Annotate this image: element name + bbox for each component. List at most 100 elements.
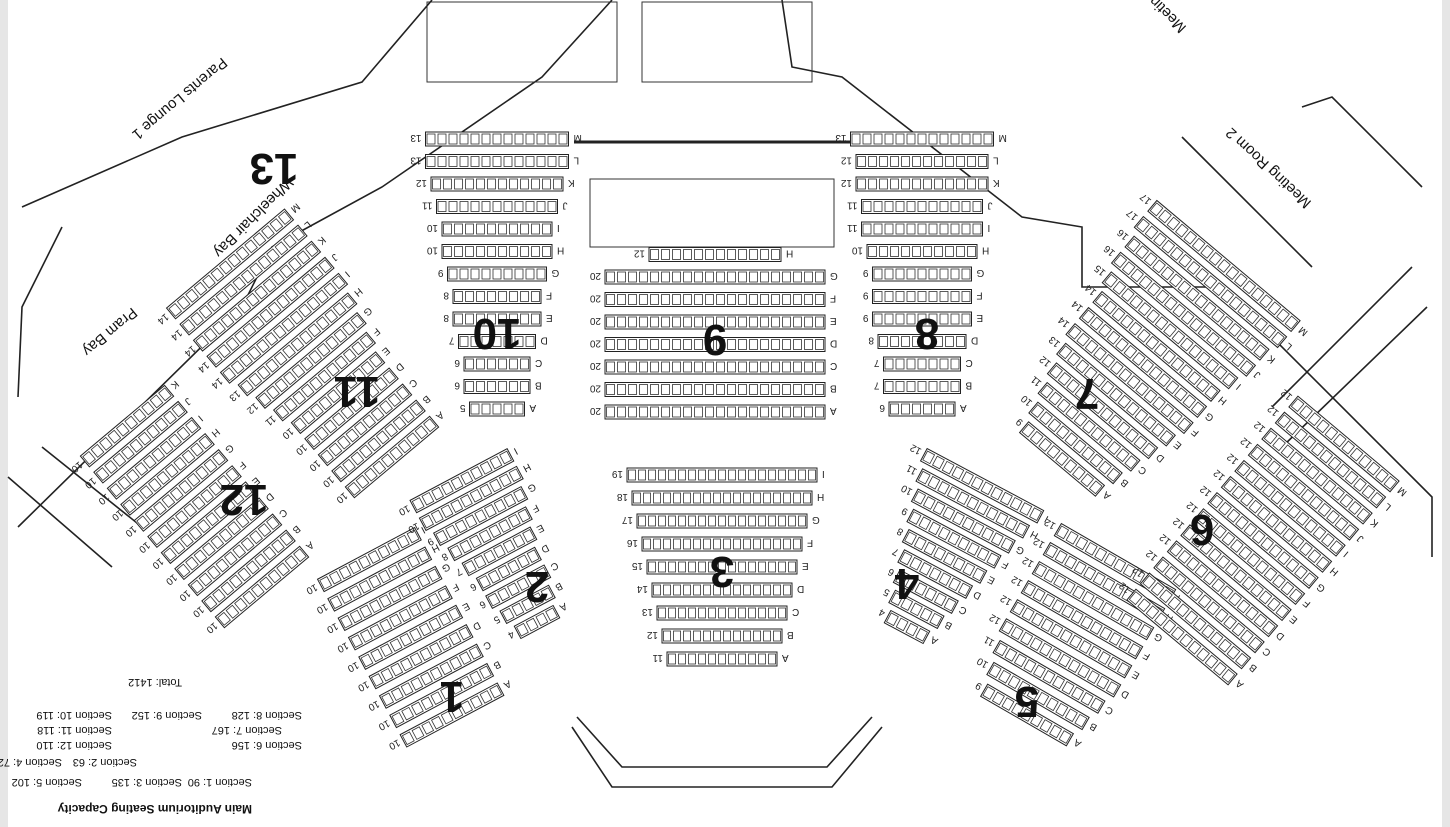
- seat[interactable]: [1039, 411, 1053, 426]
- seat[interactable]: [300, 383, 315, 398]
- seat[interactable]: [1121, 261, 1136, 276]
- seat[interactable]: [1075, 536, 1089, 551]
- seat[interactable]: [235, 246, 250, 261]
- seat[interactable]: [1062, 580, 1076, 594]
- seat[interactable]: [332, 302, 347, 317]
- seat[interactable]: [693, 630, 701, 642]
- seat[interactable]: [1361, 484, 1376, 499]
- seat[interactable]: [895, 223, 905, 235]
- seat[interactable]: [862, 133, 872, 145]
- seat[interactable]: [478, 665, 492, 680]
- seat[interactable]: [1155, 558, 1170, 573]
- seat[interactable]: [1116, 662, 1130, 676]
- seat[interactable]: [924, 587, 938, 602]
- seat[interactable]: [727, 294, 736, 305]
- seat[interactable]: [961, 268, 971, 280]
- seat[interactable]: [185, 288, 199, 303]
- seat[interactable]: [698, 561, 706, 573]
- seat[interactable]: [181, 319, 196, 333]
- seat[interactable]: [906, 381, 916, 392]
- seat[interactable]: [1004, 648, 1018, 662]
- seat[interactable]: [398, 583, 412, 598]
- seat[interactable]: [479, 460, 493, 475]
- seat[interactable]: [661, 271, 670, 283]
- seat[interactable]: [217, 474, 231, 489]
- seat[interactable]: [1000, 537, 1014, 552]
- seat[interactable]: [1190, 401, 1205, 416]
- seat[interactable]: [703, 492, 711, 504]
- seat[interactable]: [928, 223, 938, 235]
- seat[interactable]: [1020, 631, 1034, 646]
- seat[interactable]: [683, 249, 692, 260]
- seat[interactable]: [912, 403, 921, 415]
- seat[interactable]: [240, 269, 255, 284]
- seat[interactable]: [728, 561, 736, 573]
- seat[interactable]: [917, 133, 927, 145]
- seat[interactable]: [1135, 382, 1149, 397]
- seat[interactable]: [208, 481, 223, 496]
- seat[interactable]: [639, 406, 648, 418]
- seat[interactable]: [708, 469, 716, 481]
- seat[interactable]: [235, 514, 250, 529]
- seat[interactable]: [727, 361, 736, 373]
- seat[interactable]: [617, 294, 626, 305]
- seat[interactable]: [374, 377, 388, 391]
- seat[interactable]: [705, 249, 714, 260]
- seat[interactable]: [950, 358, 960, 370]
- seat[interactable]: [768, 607, 776, 619]
- seat[interactable]: [437, 201, 447, 212]
- seat[interactable]: [153, 501, 167, 516]
- seat[interactable]: [909, 556, 923, 571]
- seat[interactable]: [782, 384, 791, 395]
- seat[interactable]: [1045, 697, 1059, 712]
- seat[interactable]: [337, 435, 351, 450]
- seat[interactable]: [793, 384, 802, 395]
- seat[interactable]: [868, 246, 877, 257]
- seat[interactable]: [437, 133, 447, 145]
- seat[interactable]: [782, 271, 791, 283]
- seat[interactable]: [328, 442, 343, 457]
- seat[interactable]: [380, 453, 395, 468]
- seat[interactable]: [1176, 603, 1190, 618]
- seat[interactable]: [1097, 651, 1111, 665]
- seat[interactable]: [678, 561, 686, 573]
- seat[interactable]: [990, 532, 1004, 546]
- seat[interactable]: [239, 483, 253, 498]
- seat[interactable]: [658, 561, 666, 573]
- seat[interactable]: [639, 316, 648, 328]
- seat[interactable]: [310, 266, 324, 281]
- seat[interactable]: [1089, 453, 1104, 468]
- seat[interactable]: [683, 271, 692, 283]
- seat[interactable]: [990, 486, 1004, 501]
- seat[interactable]: [470, 133, 480, 145]
- seat[interactable]: [375, 430, 390, 445]
- seat[interactable]: [1032, 664, 1046, 679]
- seat[interactable]: [1084, 541, 1098, 556]
- seat[interactable]: [933, 592, 947, 607]
- seat[interactable]: [879, 156, 888, 167]
- seat[interactable]: [683, 584, 691, 596]
- seat[interactable]: [922, 496, 936, 510]
- seat[interactable]: [349, 609, 363, 624]
- seat[interactable]: [396, 386, 410, 400]
- seat[interactable]: [672, 406, 681, 418]
- seat[interactable]: [1126, 238, 1141, 253]
- seat[interactable]: [329, 595, 343, 610]
- seat[interactable]: [723, 584, 731, 596]
- seat[interactable]: [465, 313, 474, 325]
- seat[interactable]: [1261, 620, 1276, 635]
- seat[interactable]: [934, 403, 943, 415]
- seat[interactable]: [1167, 596, 1182, 611]
- seat[interactable]: [868, 178, 877, 190]
- seat[interactable]: [1043, 569, 1057, 583]
- seat[interactable]: [1250, 287, 1265, 302]
- seat[interactable]: [1265, 513, 1280, 528]
- seat[interactable]: [798, 515, 806, 527]
- seat[interactable]: [180, 533, 194, 548]
- seat[interactable]: [489, 478, 502, 493]
- seat[interactable]: [1013, 653, 1027, 668]
- seat[interactable]: [271, 271, 285, 286]
- seat[interactable]: [1080, 615, 1094, 630]
- seat[interactable]: [956, 156, 965, 167]
- seat[interactable]: [1138, 624, 1152, 638]
